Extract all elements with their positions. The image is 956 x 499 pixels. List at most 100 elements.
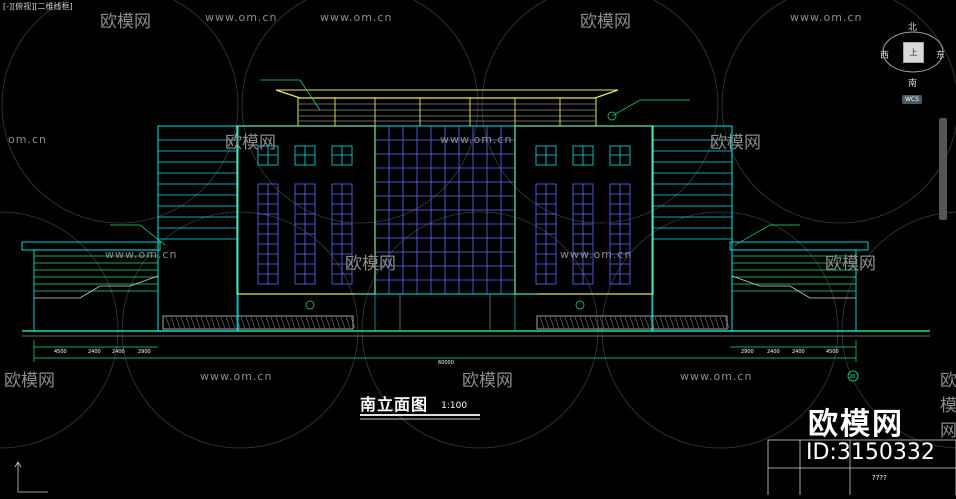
viewcube-east[interactable]: 东: [936, 51, 946, 61]
cad-line: [290, 316, 296, 329]
right-wing: [514, 125, 733, 332]
wcs-menu[interactable]: WCS: [902, 95, 922, 104]
left-wing: [157, 125, 376, 332]
cad-line: [564, 316, 570, 329]
cad-line: [350, 316, 356, 329]
titleblock-text: ????: [872, 474, 887, 482]
cad-line: [594, 316, 600, 329]
roof-canopy: [275, 89, 619, 127]
cad-line: [315, 316, 321, 329]
axis-marker-circle: [847, 370, 859, 382]
watermark-url: www.om.cn: [205, 11, 278, 24]
cad-line: [709, 316, 715, 329]
viewcube-west[interactable]: 西: [880, 51, 890, 61]
watermark-brand: 欧模网: [710, 133, 761, 153]
cad-line: [649, 316, 655, 329]
watermark-url: www.om.cn: [105, 248, 178, 261]
dim-right-3: 2400: [792, 349, 805, 355]
watermark-url: om.cn: [8, 133, 47, 146]
viewcube-north[interactable]: 北: [908, 23, 918, 33]
center-curtain-wall: [374, 125, 516, 295]
watermark-url: www.om.cn: [320, 11, 393, 24]
dim-right-2: 2400: [767, 349, 780, 355]
cad-line: [559, 316, 565, 329]
watermark-brand-large: 欧模网: [808, 407, 904, 442]
cad-line: [679, 316, 685, 329]
cad-line: [589, 316, 595, 329]
cad-line: [285, 316, 291, 329]
dims-left: 4500 2400 2400 2900: [54, 349, 151, 355]
cad-line: [255, 316, 261, 329]
cad-line: [659, 316, 665, 329]
viewcube[interactable]: 北 西 东 南 上 WCS: [876, 20, 946, 110]
cad-line: [669, 316, 675, 329]
cad-line: [639, 316, 645, 329]
watermark-url: www.om.cn: [560, 248, 633, 261]
drawing-title-block: 南立面图 1:100: [360, 391, 467, 415]
cad-line: [619, 316, 625, 329]
cad-line: [260, 316, 266, 329]
cad-line: [544, 316, 550, 329]
cad-line: [345, 316, 351, 329]
cad-line: [654, 316, 660, 329]
cad-line: [624, 316, 630, 329]
cad-line: [230, 316, 236, 329]
cad-line: [674, 316, 680, 329]
watermark-brand: 欧模网: [825, 254, 876, 274]
dim-right-4: 4500: [826, 349, 839, 355]
cad-line: [694, 316, 700, 329]
viewcube-south[interactable]: 南: [908, 79, 918, 89]
viewport-controls-label[interactable]: [-][俯视][二维线框]: [3, 2, 73, 11]
cad-line: [604, 316, 610, 329]
watermark-url: www.om.cn: [790, 11, 863, 24]
cad-line: [609, 316, 615, 329]
cad-line: [305, 316, 311, 329]
cad-line: [330, 316, 336, 329]
dim-left-2: 2400: [88, 349, 101, 355]
cad-line: [719, 316, 725, 329]
annotations: [110, 79, 800, 310]
cad-line: [235, 316, 241, 329]
cad-line: [664, 316, 670, 329]
watermark-circles: [0, 0, 956, 449]
cad-line: [549, 316, 555, 329]
watermark-url: www.om.cn: [440, 133, 513, 146]
cad-line: [190, 316, 196, 329]
watermark-brand: 欧模网: [100, 12, 151, 32]
cad-line: [310, 316, 316, 329]
cad-line: [724, 316, 730, 329]
cad-line: [265, 316, 271, 329]
cad-line: [340, 316, 346, 329]
watermark-url: www.om.cn: [200, 370, 273, 383]
cad-line: [554, 316, 560, 329]
cad-line: [699, 316, 705, 329]
watermark-brand: 欧模网: [580, 12, 631, 32]
dim-left-4: 2900: [138, 349, 151, 355]
cad-line: [689, 316, 695, 329]
cad-line: [325, 316, 331, 329]
dim-right-1: 2900: [741, 349, 754, 355]
watermark-brand: 欧模网: [345, 254, 396, 274]
watermark-brand: 欧模网: [4, 371, 55, 391]
ucs-icon: [14, 461, 48, 493]
watermark-brand: 欧模网: [940, 371, 956, 441]
cad-line: [684, 316, 690, 329]
viewcube-compass-ring: [882, 31, 944, 73]
cad-line: [180, 316, 186, 329]
cad-line: [335, 316, 341, 329]
navigation-bar[interactable]: [939, 118, 947, 220]
cad-line: [569, 316, 575, 329]
watermark-url: www.om.cn: [680, 370, 753, 383]
cad-line: [599, 316, 605, 329]
dim-left-3: 2400: [112, 349, 125, 355]
cad-line: [574, 316, 580, 329]
cad-line: [584, 316, 590, 329]
viewcube-top-face[interactable]: 上: [903, 42, 924, 63]
cad-line: [270, 316, 276, 329]
cad-line: [200, 316, 206, 329]
cad-line: [634, 316, 640, 329]
cad-line: [320, 316, 326, 329]
cad-line: [205, 316, 211, 329]
